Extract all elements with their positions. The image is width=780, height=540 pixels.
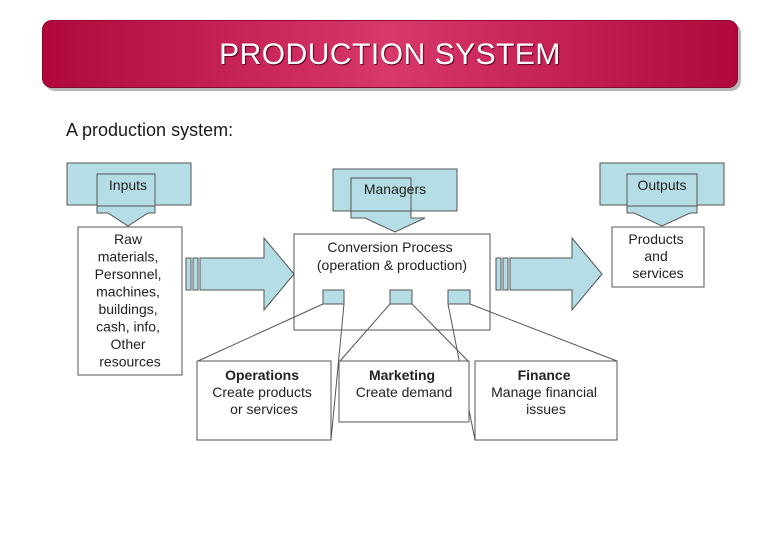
inputs-line: Raw: [114, 231, 143, 247]
marketing-title: Marketing: [369, 367, 435, 383]
finance-connector: [447, 289, 471, 305]
operations-title: Operations: [225, 367, 299, 383]
managers-down-arrow: [350, 177, 426, 233]
inputs-line: Personnel,: [95, 266, 162, 282]
finance-line: issues: [526, 401, 566, 417]
operations-connector: [322, 289, 345, 305]
outputs-line: services: [632, 265, 683, 281]
marketing-label: Marketing Create demand: [356, 367, 453, 400]
operations-label: Operations Create products or services: [212, 367, 316, 417]
inputs-header: Inputs: [109, 177, 147, 193]
conversion-process-label: Conversion Process (operation & producti…: [317, 239, 467, 273]
inputs-line: cash, info,: [96, 319, 160, 335]
inputs-list-box: [77, 226, 183, 376]
outputs-list: Products and services: [628, 231, 687, 281]
outputs-down-arrow: [626, 173, 698, 227]
input-flow-arrow: [185, 236, 295, 312]
managers-header: Managers: [364, 181, 426, 197]
marketing-box: [338, 360, 470, 423]
inputs-list: Raw materials, Personnel, machines, buil…: [95, 231, 166, 370]
inputs-line: resources: [99, 354, 160, 370]
finance-title: Finance: [518, 367, 571, 383]
conversion-line: Conversion Process: [327, 239, 452, 255]
operations-box: [196, 360, 332, 441]
finance-line: Manage financial: [491, 384, 597, 400]
finance-box: [474, 360, 618, 441]
inputs-line: machines,: [96, 284, 160, 300]
marketing-connector: [389, 289, 413, 305]
diagram-subtitle: A production system:: [66, 120, 234, 140]
connector-lines: [197, 303, 618, 441]
finance-label: Finance Manage financial issues: [491, 367, 601, 417]
operations-line: Create products: [212, 384, 312, 400]
outputs-list-box: [611, 226, 705, 288]
inputs-line: materials,: [98, 249, 159, 265]
inputs-line: Other: [111, 336, 146, 352]
inputs-down-arrow: [96, 173, 156, 227]
output-flow-arrow: [495, 236, 603, 312]
title-banner: PRODUCTION SYSTEM: [42, 20, 738, 88]
marketing-line: Create demand: [356, 384, 453, 400]
operations-line: or services: [230, 401, 298, 417]
outputs-line: and: [644, 248, 667, 264]
slide-title: PRODUCTION SYSTEM: [219, 38, 561, 71]
conversion-line: (operation & production): [317, 257, 467, 273]
outputs-header: Outputs: [637, 177, 686, 193]
conversion-process-box: [293, 233, 491, 331]
inputs-line: buildings,: [98, 301, 157, 317]
outputs-line: Products: [628, 231, 683, 247]
